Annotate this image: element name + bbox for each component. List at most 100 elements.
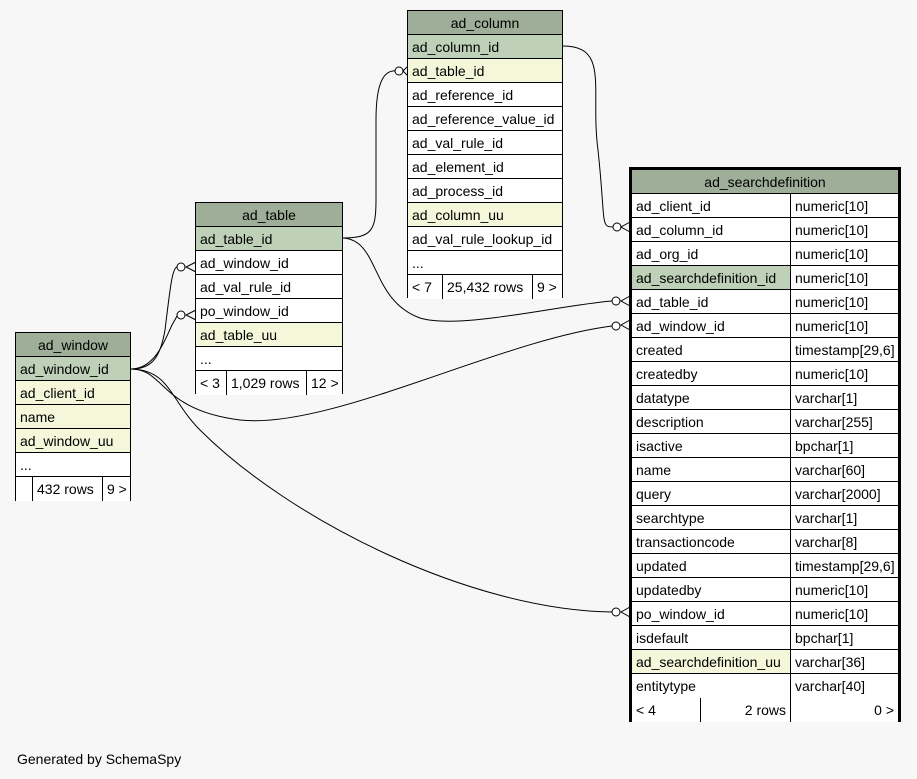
column-name: ad_window_uu (20, 433, 114, 449)
edge-crowfoot (619, 221, 631, 233)
edge-end-circle (176, 262, 186, 272)
column-name: ad_searchdefinition_id (636, 270, 777, 286)
column-name: ad_val_rule_id (412, 135, 504, 151)
edge-crowfoot (184, 261, 197, 273)
column-name: description (636, 414, 704, 430)
column-name: ad_val_rule_lookup_id (412, 231, 553, 247)
parents-link[interactable]: < 7 (412, 279, 432, 295)
column-type: varchar[36] (790, 650, 898, 673)
column-row-more: ... (408, 251, 562, 275)
edge-end-circle (394, 66, 404, 76)
column-row[interactable]: ad_window_uu (16, 429, 130, 453)
parents-link[interactable]: < 4 (636, 702, 656, 718)
column-row[interactable]: ad_table_id (196, 227, 342, 251)
column-name: ad_reference_id (412, 87, 514, 103)
column-name: updated (636, 558, 687, 574)
table-header[interactable]: ad_window (16, 333, 130, 357)
column-row[interactable]: ad_reference_id (408, 83, 562, 107)
column-row[interactable]: ad_val_rule_id (196, 275, 342, 299)
children-link[interactable]: 9 > (102, 477, 130, 501)
children-link[interactable]: 12 > (306, 371, 342, 395)
children-link[interactable]: 0 > (790, 698, 898, 722)
edge-window-to-searchdef-window (130, 325, 613, 422)
table-header[interactable]: ad_searchdefinition (632, 170, 898, 194)
edge-end-circle (612, 222, 622, 232)
column-name: ad_column_uu (412, 207, 504, 223)
table-header[interactable]: ad_column (408, 11, 562, 35)
column-type: varchar[255] (790, 410, 898, 433)
column-row[interactable]: ad_table_id (408, 59, 562, 83)
ellipsis: ... (412, 255, 424, 271)
column-row[interactable]: ad_element_id (408, 155, 562, 179)
column-type: numeric[10] (790, 314, 898, 337)
column-name: query (636, 486, 672, 502)
column-name: ad_table_uu (200, 327, 278, 343)
column-row[interactable]: name (16, 405, 130, 429)
edge-crowfoot (184, 309, 197, 321)
column-row[interactable]: updated timestamp[29,6] (632, 554, 898, 578)
column-name: ad_val_rule_id (200, 279, 292, 295)
column-row-more: ... (16, 453, 130, 477)
column-type: timestamp[29,6] (790, 554, 898, 577)
edge-window-to-searchdef-po (130, 368, 613, 613)
edge-end-circle (611, 607, 621, 617)
column-name: created (636, 342, 683, 358)
column-type: varchar[60] (790, 458, 898, 481)
ellipsis: ... (20, 457, 32, 473)
row-count: 432 rows (32, 477, 102, 501)
column-row[interactable]: name varchar[60] (632, 458, 898, 482)
table-ad-column[interactable]: ad_column ad_column_id ad_table_id ad_re… (407, 10, 563, 299)
table-ad-window[interactable]: ad_window ad_window_id ad_client_id name… (15, 332, 131, 501)
column-row[interactable]: description varchar[255] (632, 410, 898, 434)
column-row[interactable]: ad_column_id (408, 35, 562, 59)
column-row[interactable]: ad_table_uu (196, 323, 342, 347)
column-row[interactable]: ad_window_id numeric[10] (632, 314, 898, 338)
column-row[interactable]: ad_process_id (408, 179, 562, 203)
column-row[interactable]: ad_client_id (16, 381, 130, 405)
column-row[interactable]: ad_val_rule_id (408, 131, 562, 155)
column-name: ad_process_id (412, 183, 504, 199)
row-count: 25,432 rows (442, 275, 532, 299)
column-row[interactable]: ad_reference_value_id (408, 107, 562, 131)
edge-crowfoot (402, 65, 409, 77)
parents-link[interactable] (16, 477, 32, 501)
edge-window-to-table-window (130, 266, 178, 370)
column-row[interactable]: ad_val_rule_lookup_id (408, 227, 562, 251)
column-name: ad_window_id (636, 318, 725, 334)
column-name: createdby (636, 366, 698, 382)
edge-end-circle (176, 310, 186, 320)
column-name: entitytype (636, 678, 696, 694)
column-type: bpchar[1] (790, 434, 898, 457)
table-ad-table[interactable]: ad_table ad_table_id ad_window_id ad_val… (195, 202, 343, 395)
column-row[interactable]: po_window_id (196, 299, 342, 323)
column-row[interactable]: ad_window_id (196, 251, 342, 275)
column-row[interactable]: ad_window_id (16, 357, 130, 381)
children-link[interactable]: 9 > (532, 275, 562, 299)
column-row[interactable]: ad_column_uu (408, 203, 562, 227)
row-count: 2 rows (700, 698, 790, 722)
ellipsis: ... (200, 351, 212, 367)
column-name: name (20, 409, 56, 425)
column-name: name (636, 462, 672, 478)
column-type: numeric[10] (790, 218, 898, 241)
parents-link[interactable]: < 3 (200, 375, 220, 391)
table-header[interactable]: ad_table (196, 203, 342, 227)
